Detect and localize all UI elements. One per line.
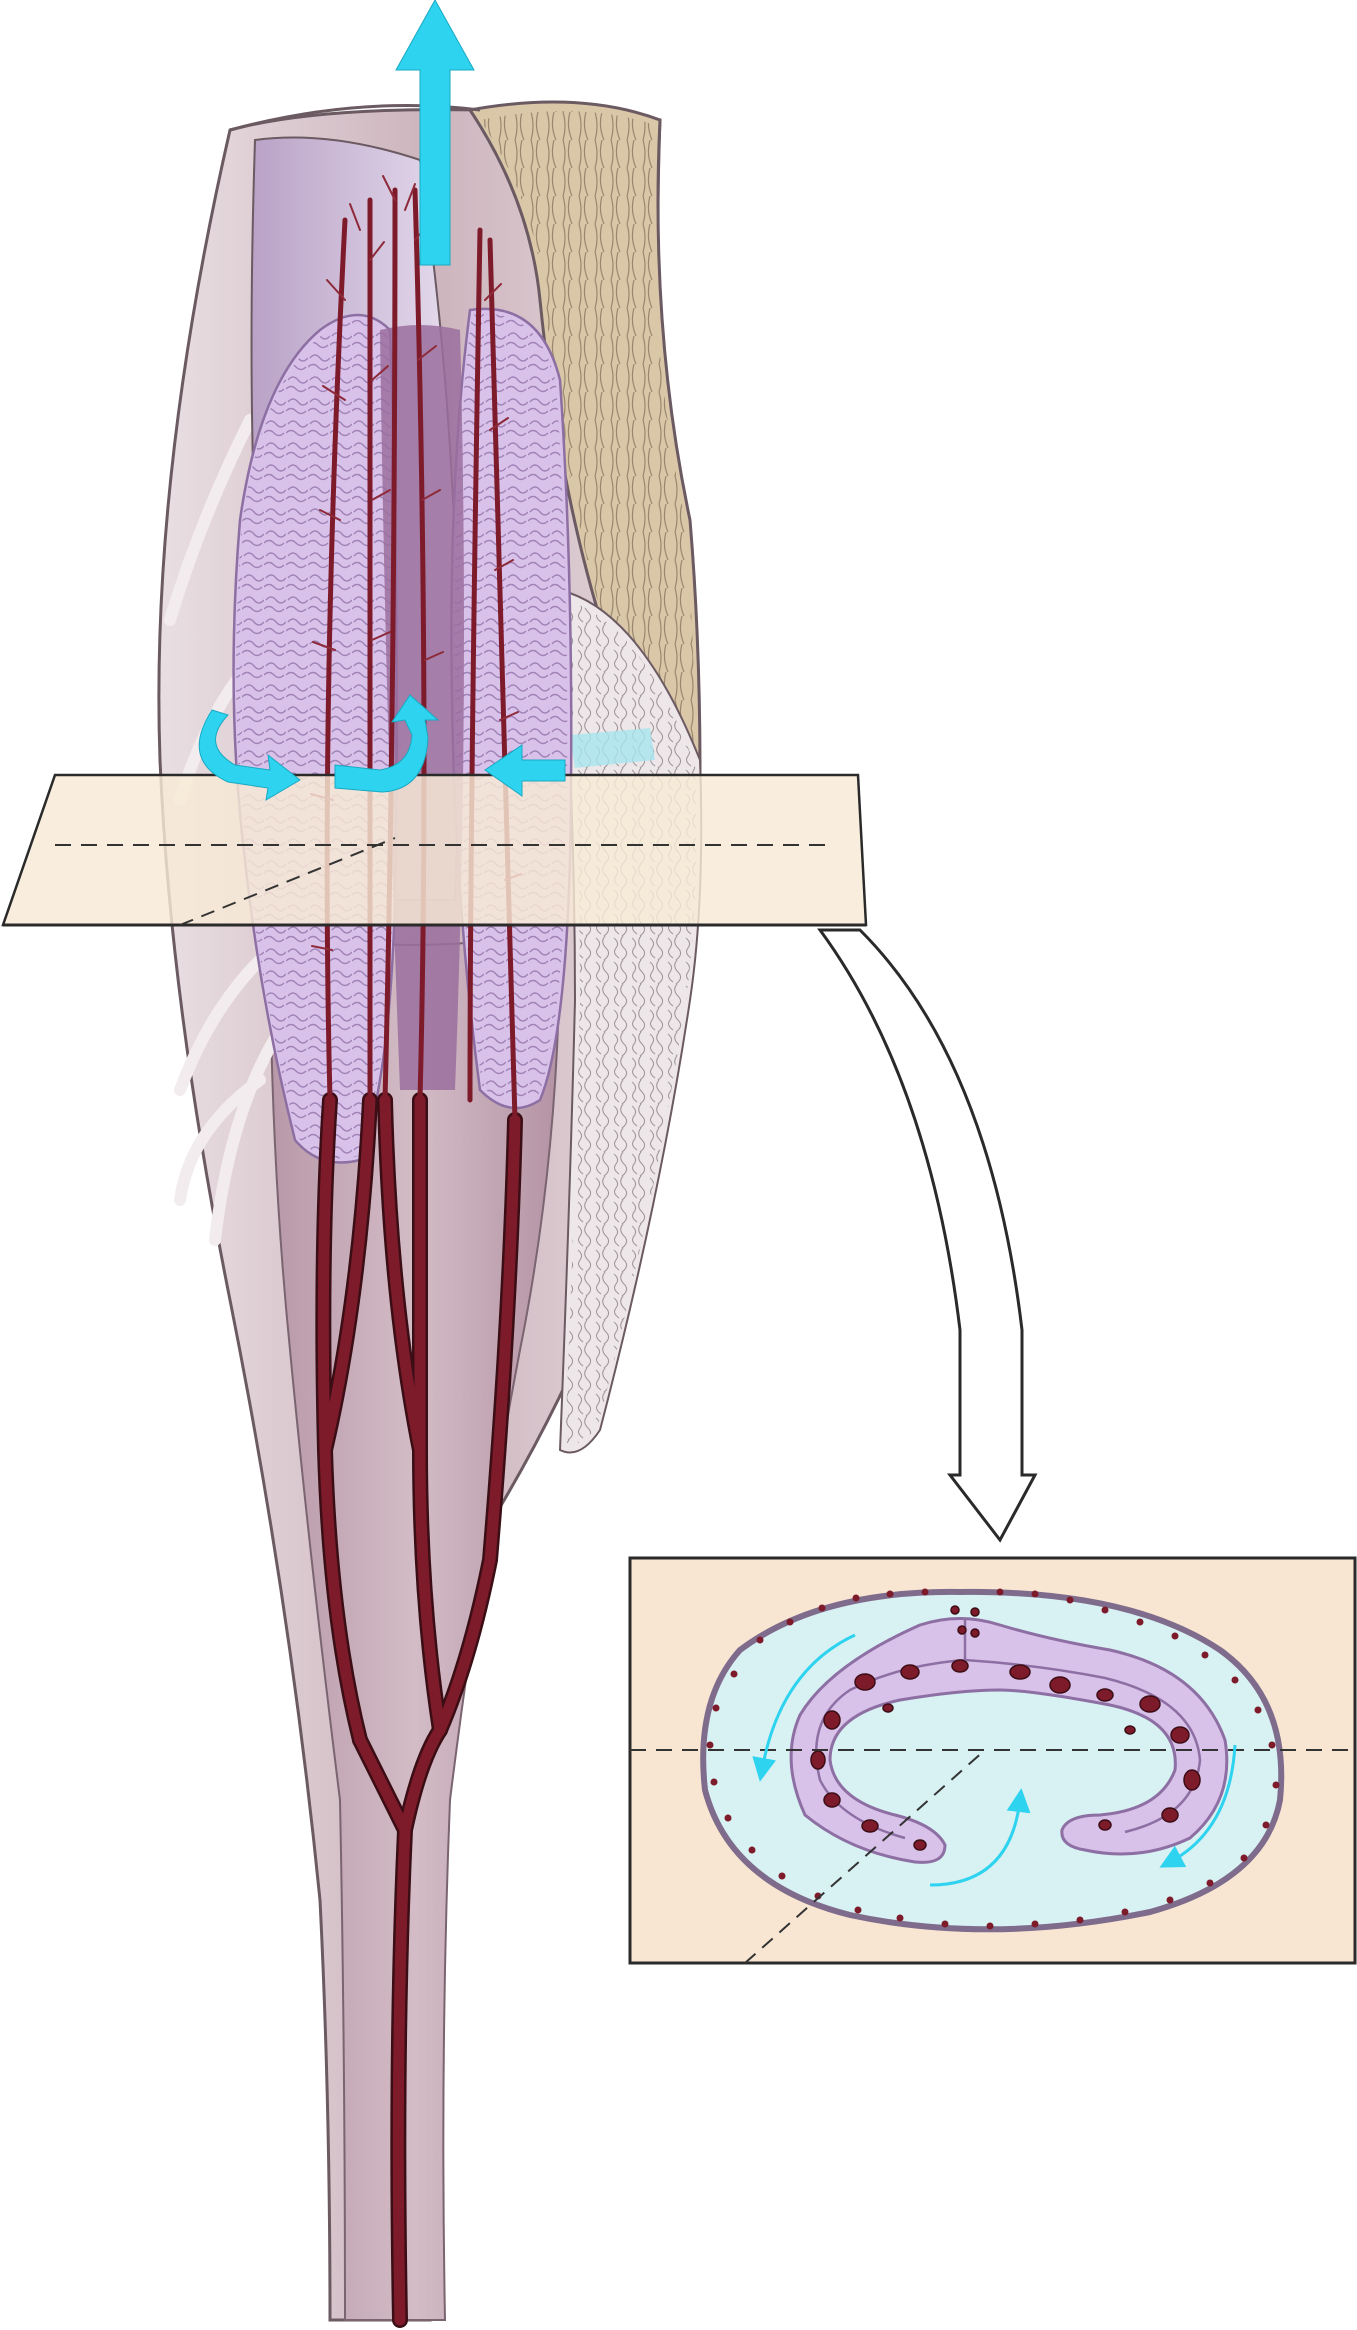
right-wall-band	[570, 728, 655, 768]
mantle-fibers	[480, 111, 695, 761]
inset-dash-diagonal	[744, 1749, 986, 1964]
inset-gill-section	[789, 1617, 1229, 1864]
inset-arrow-left-icon	[752, 1633, 856, 1782]
callout-arrow-icon	[817, 928, 1038, 1543]
exhalant-flow-arrow-icon	[395, 0, 475, 266]
inset-arrow-right-icon	[1159, 1744, 1237, 1868]
right-inflow-arrow-icon	[484, 744, 566, 797]
inset-periphery-dots	[706, 1588, 1280, 1930]
left-curl-arrow-icon	[198, 709, 301, 801]
inset-vessels	[810, 1605, 1201, 1851]
center-curl-arrow-icon	[334, 694, 440, 793]
plane-dash-diagonal	[179, 837, 396, 926]
inner-lumen	[268, 928, 562, 2321]
inset-flow-arrows	[752, 1633, 1237, 1887]
right-wall-texture	[565, 600, 697, 1444]
blood-vessels	[310, 175, 523, 2328]
left-lamella-folds	[236, 320, 395, 1159]
section-plane	[1, 773, 868, 927]
inset-arrow-center-icon	[929, 1788, 1031, 1887]
water-inflow-arrows	[198, 694, 566, 801]
